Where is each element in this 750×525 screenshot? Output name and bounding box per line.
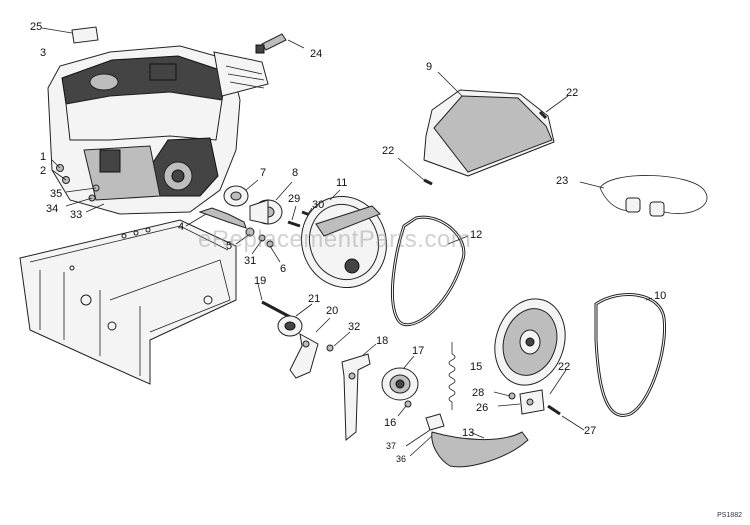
frame	[19, 219, 237, 385]
callout-30: 30	[312, 199, 324, 211]
drive-pulley	[494, 298, 566, 386]
part-18-bracket	[341, 343, 377, 442]
callout-24: 24	[310, 48, 322, 60]
drawing-code: PS1882	[717, 512, 742, 519]
callout-22b: 22	[382, 145, 394, 157]
callout-23: 23	[556, 175, 568, 187]
callout-20: 20	[326, 305, 338, 317]
callout-labels: 25 3 24 9 22 22 1 2 7 8 11 23 35 29 30 3…	[30, 21, 666, 464]
callout-22a: 22	[566, 87, 578, 99]
callout-3: 3	[40, 47, 46, 59]
callout-2: 2	[40, 165, 46, 177]
part-25-tag	[41, 26, 99, 44]
part-17-idler-pulley	[381, 355, 419, 417]
callout-13: 13	[462, 427, 474, 439]
callout-17: 17	[412, 345, 424, 357]
left-hardware	[51, 159, 281, 263]
engine	[47, 45, 269, 215]
part-13-strap	[405, 413, 529, 468]
callout-22c: 22	[558, 361, 570, 373]
part-15-spring	[448, 342, 456, 410]
callout-7: 7	[260, 167, 266, 179]
callout-1: 1	[40, 151, 46, 163]
part-9-belt-cover	[423, 71, 555, 177]
part-24-spark-plug	[255, 33, 305, 54]
callout-6: 6	[280, 263, 286, 275]
part-12-belt	[390, 215, 469, 327]
part-11-auger-pulley	[301, 189, 387, 289]
callout-18: 18	[376, 335, 388, 347]
callout-27: 27	[584, 425, 596, 437]
callout-15: 15	[470, 361, 482, 373]
callout-9: 9	[426, 61, 432, 73]
callout-25: 25	[30, 21, 42, 33]
part-22-screws	[397, 95, 569, 186]
callout-31: 31	[244, 255, 256, 267]
callout-12: 12	[470, 229, 482, 241]
callout-21: 21	[308, 293, 320, 305]
callout-26: 26	[476, 402, 488, 414]
callout-33: 33	[70, 209, 82, 221]
callout-10: 10	[654, 290, 666, 302]
callout-36: 36	[396, 454, 406, 464]
callout-8: 8	[292, 167, 298, 179]
callout-29: 29	[288, 193, 300, 205]
part-10-belt	[594, 293, 667, 417]
callout-34: 34	[46, 203, 58, 215]
callout-19: 19	[254, 275, 266, 287]
callout-32: 32	[348, 321, 360, 333]
callout-5: 5	[226, 240, 232, 252]
part-19-21-20-idler	[257, 283, 351, 379]
part-7-8-pulleys	[223, 179, 293, 225]
part-26-28-27	[493, 369, 585, 431]
callout-37: 37	[386, 441, 396, 451]
callout-28: 28	[472, 387, 484, 399]
watermark: eReplacementParts.com	[198, 226, 472, 253]
callout-35: 35	[50, 188, 62, 200]
part-23-cord	[579, 175, 708, 217]
callout-16: 16	[384, 417, 396, 429]
callout-4: 4	[178, 221, 184, 233]
callout-11: 11	[336, 177, 347, 189]
